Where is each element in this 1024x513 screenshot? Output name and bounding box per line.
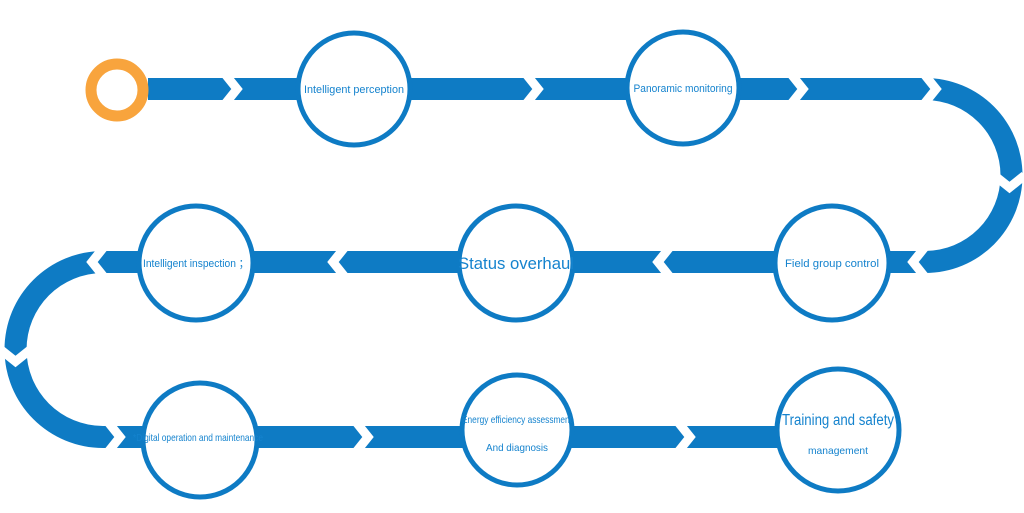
node-intelligent-inspection: [136, 203, 256, 323]
label-status-overhaul: Status overhaul: [458, 254, 574, 273]
label-field-group-control: Field group control: [785, 258, 879, 270]
chevron-down-icon: [991, 171, 1024, 194]
chevron-down-icon: [0, 345, 34, 368]
label-intelligent-perception: Intelligent perception: [304, 84, 404, 96]
node-intelligent-perception: [295, 30, 413, 148]
chevron-right-icon: [104, 419, 126, 455]
start-ring-icon: [85, 58, 149, 122]
node-labels: Intelligent perception Panoramic monitor…: [133, 83, 894, 457]
label-energy-efficiency-line1: Energy efficiency assessment: [462, 414, 572, 426]
node-energy-efficiency: [459, 372, 575, 488]
flow-curve-left: [4, 251, 104, 448]
label-training-safety-line1: Training and safety: [782, 412, 894, 429]
flow-curve-right: [925, 78, 1023, 273]
chevron-left-icon: [652, 244, 674, 280]
chevron-left-icon: [327, 244, 349, 280]
node-panoramic-monitoring: [624, 29, 742, 147]
chevron-left-icon: [907, 244, 929, 280]
chevron-right-icon: [221, 71, 243, 107]
chevron-right-icon: [352, 419, 374, 455]
label-training-safety-line2: management: [808, 445, 868, 457]
label-panoramic-monitoring: Panoramic monitoring: [634, 83, 733, 95]
chevron-right-icon: [522, 71, 544, 107]
label-intelligent-inspection: Intelligent inspection ；: [143, 258, 249, 270]
label-energy-efficiency-line2: And diagnosis: [486, 442, 548, 454]
chevron-separators: [0, 71, 1024, 455]
label-digital-operation: *Digital operation and maintenance: [133, 432, 263, 444]
node-status-overhaul: [456, 203, 576, 323]
chevron-right-icon: [787, 71, 809, 107]
node-training-safety: [774, 366, 902, 494]
chevron-right-icon: [674, 419, 696, 455]
node-digital-operation: [140, 380, 260, 500]
node-field-group-control: [772, 203, 892, 323]
node-circles: [136, 29, 902, 500]
chevron-right-icon: [920, 71, 942, 107]
chevron-left-icon: [86, 244, 108, 280]
